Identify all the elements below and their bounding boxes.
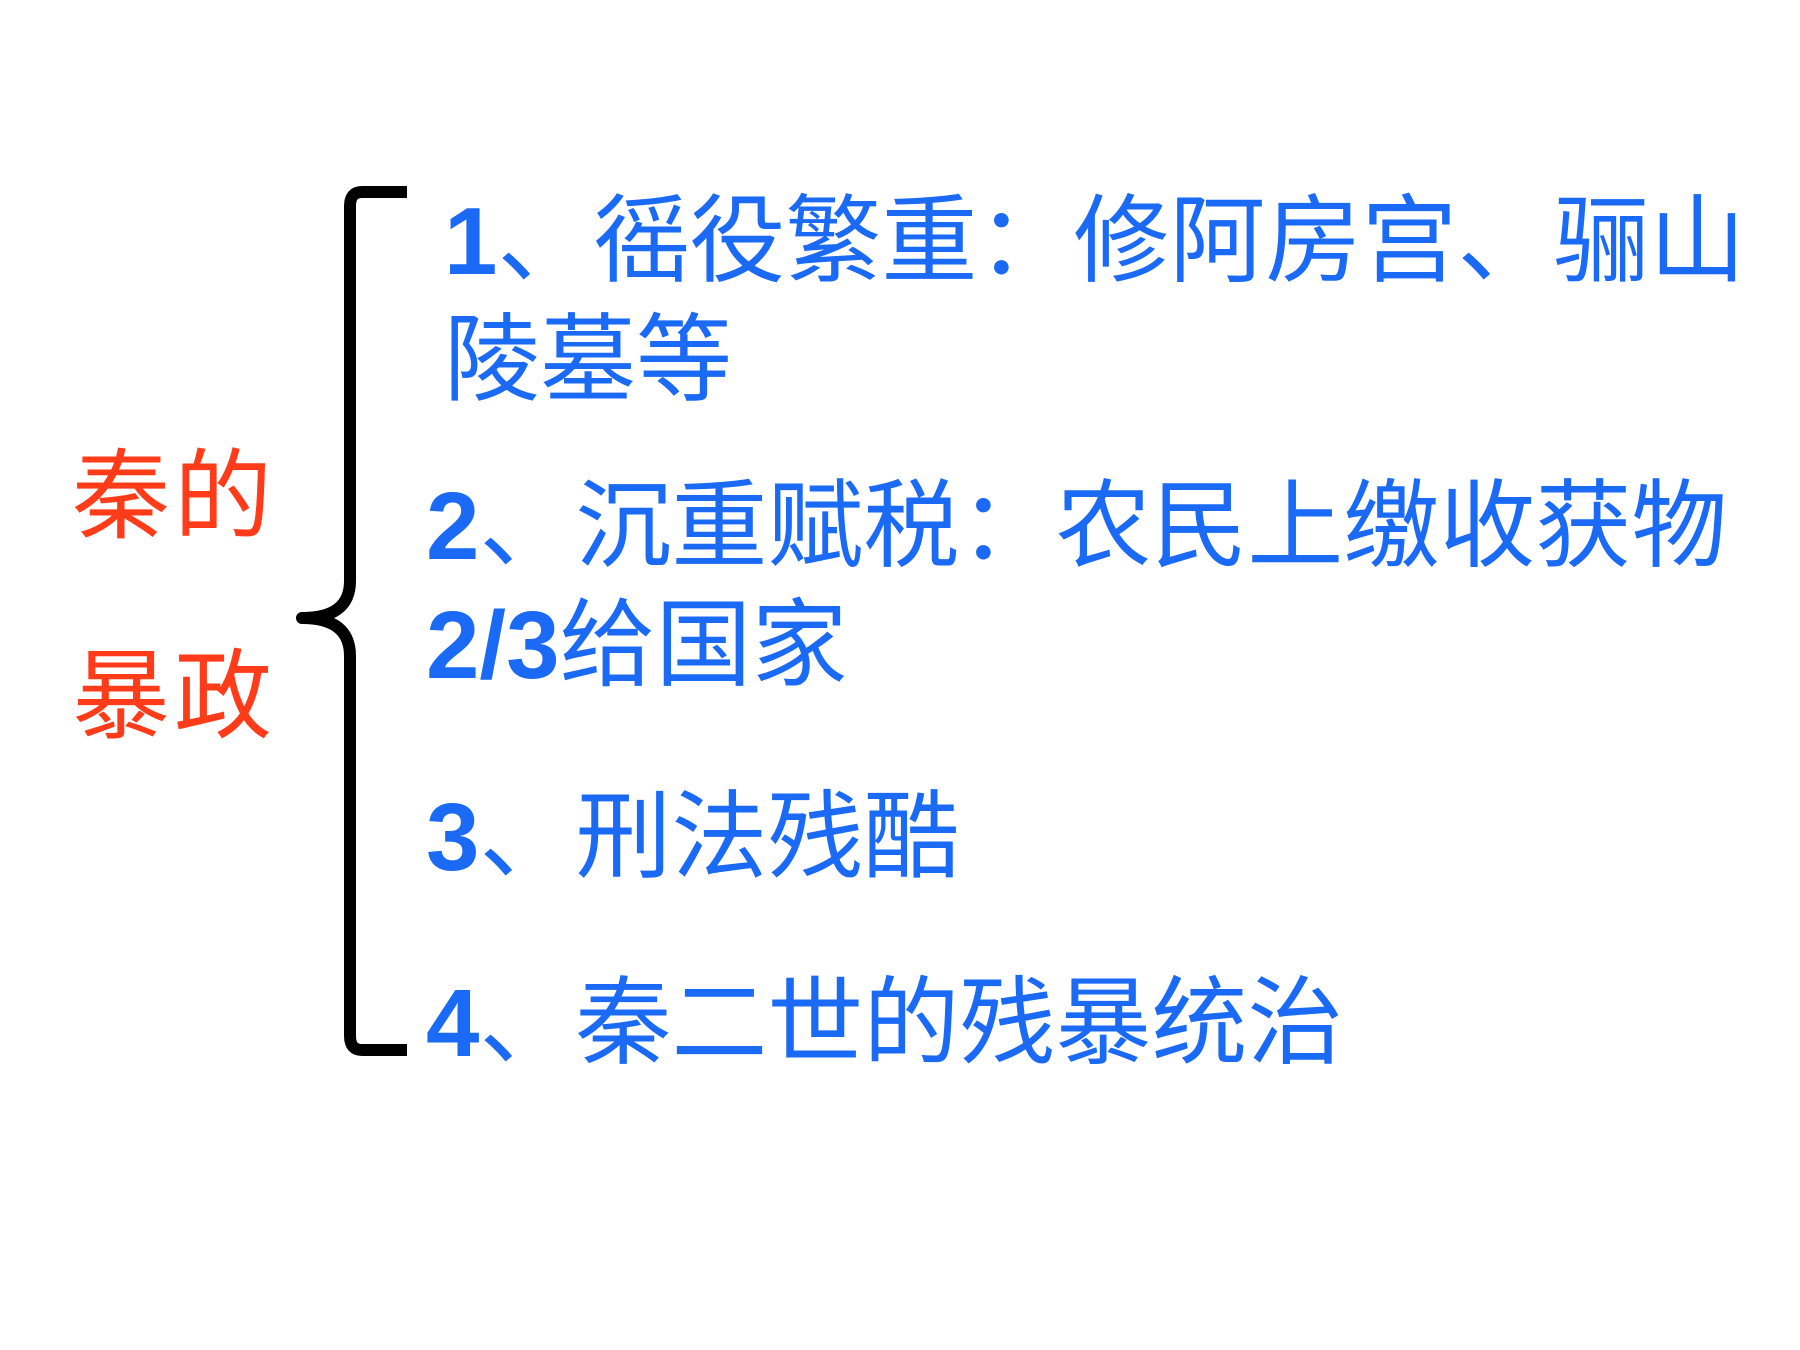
item-text-line-2: 给国家 xyxy=(559,589,848,701)
curly-brace xyxy=(296,186,407,1056)
item-line-2: 2/3给国家 xyxy=(426,586,1727,705)
item-text-line-2: 陵墓等 xyxy=(444,304,732,416)
item-text: 、徭役繁重：修阿房宫、骊山 xyxy=(497,185,1746,297)
item-text: 、刑法残酷 xyxy=(479,781,960,893)
list-item-1: 1、徭役繁重：修阿房宫、骊山 陵墓等 xyxy=(444,182,1745,419)
item-number: 4 xyxy=(426,970,480,1077)
title-line-2: 暴政 xyxy=(72,640,277,754)
list-item-4: 4、秦二世的残暴统治 xyxy=(426,964,1343,1083)
list-item-2: 2、沉重赋税：农民上缴收获物 2/3给国家 xyxy=(426,467,1727,705)
item-number: 3 xyxy=(426,784,480,891)
title-line-1: 秦的 xyxy=(72,440,277,554)
item-fraction: 2/3 xyxy=(426,592,560,699)
item-text: 、沉重赋税：农民上缴收获物 xyxy=(479,470,1728,582)
item-text: 、秦二世的残暴统治 xyxy=(479,967,1344,1079)
list-item-3: 3、刑法残酷 xyxy=(426,778,959,897)
item-number: 1 xyxy=(444,188,498,295)
item-number: 2 xyxy=(426,473,480,580)
